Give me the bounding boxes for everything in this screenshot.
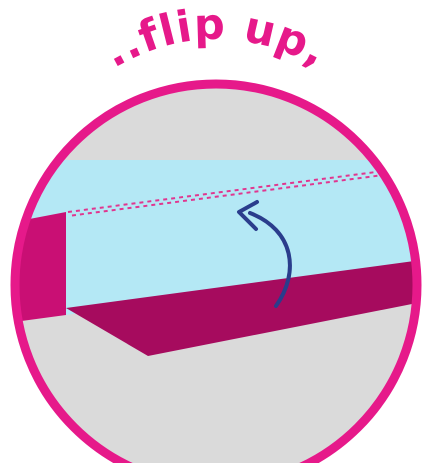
caption-text-path: ..flip up, xyxy=(95,0,335,78)
caption-text: ..flip up, xyxy=(95,0,335,78)
